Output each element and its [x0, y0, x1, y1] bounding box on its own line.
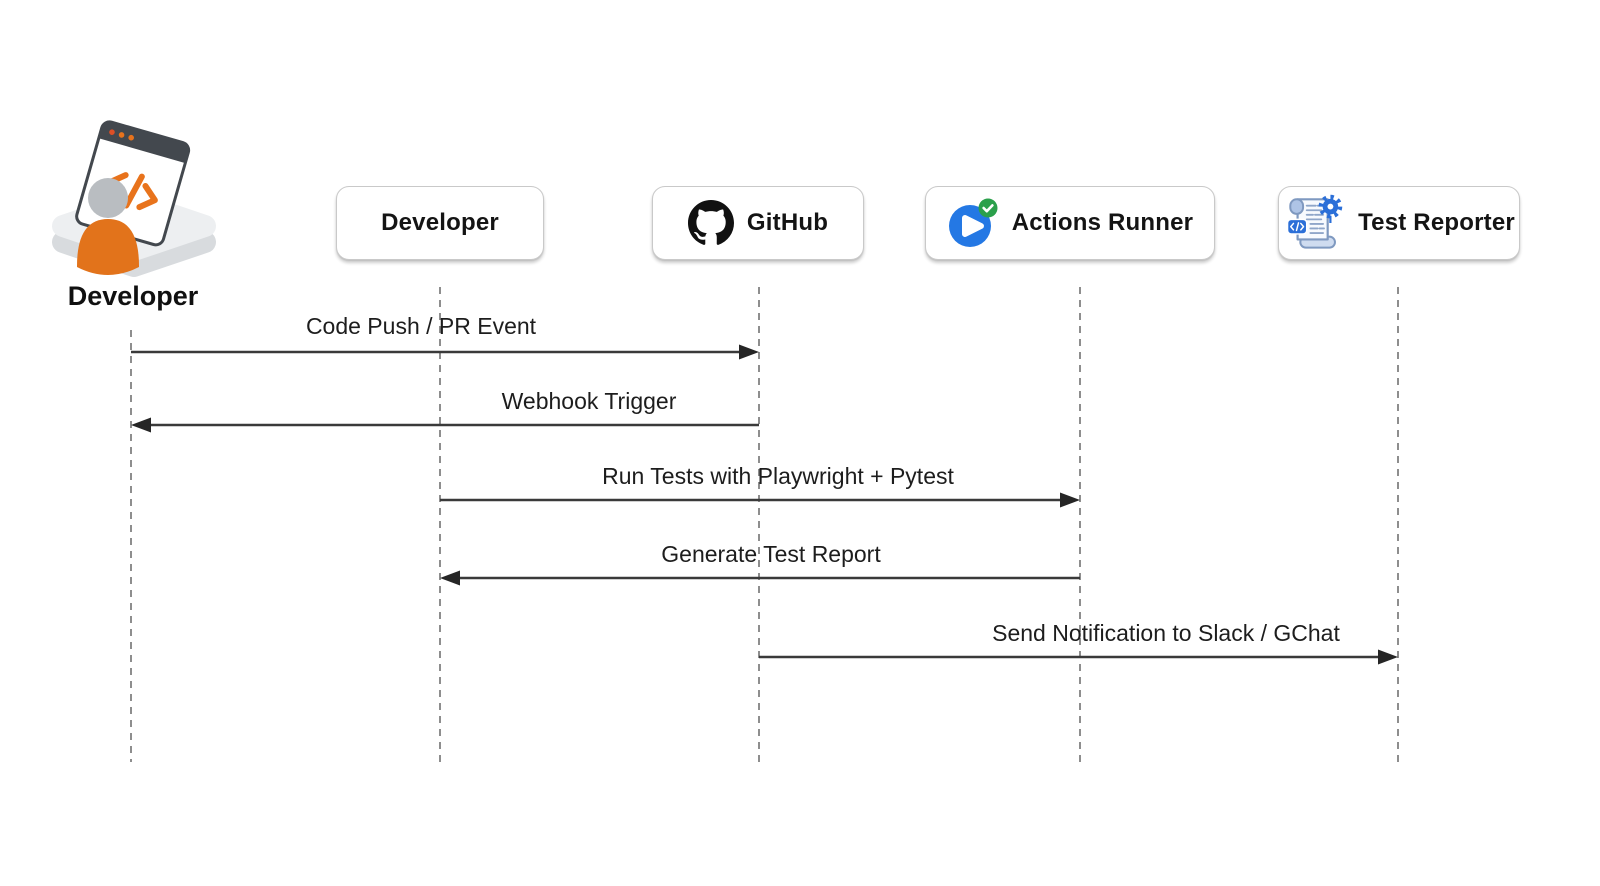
actor-test-reporter-label: Test Reporter — [1358, 209, 1515, 236]
gear-badge-icon — [1318, 194, 1343, 223]
actor-developer-user-label: Developer — [67, 281, 199, 311]
developer-workstation-icon — [52, 120, 216, 277]
arrowhead-right-run-tests — [1060, 492, 1080, 508]
actor-developer-label: Developer — [381, 209, 499, 236]
arrowhead-right-send-notification — [1378, 649, 1398, 665]
person-body — [77, 219, 139, 275]
actor-github-box: GitHub — [652, 186, 864, 260]
actor-actions-runner-label: Actions Runner — [1011, 209, 1194, 236]
message-label-webhook-trigger: Webhook Trigger — [501, 388, 677, 414]
actor-github-label: GitHub — [746, 209, 829, 236]
actor-actions-runner-box: Actions Runner — [925, 186, 1215, 260]
message-label-code-push: Code Push / PR Event — [305, 313, 537, 339]
person-head — [88, 178, 128, 218]
check-badge-icon — [978, 198, 998, 218]
code-badge-icon — [1286, 218, 1308, 235]
message-label-send-notification: Send Notification to Slack / GChat — [992, 620, 1340, 646]
arrowhead-left-webhook-trigger — [131, 417, 151, 433]
actor-test-reporter-box: Test Reporter — [1278, 186, 1520, 260]
message-label-generate-report: Generate Test Report — [661, 541, 881, 567]
arrowhead-right-code-push — [739, 344, 759, 360]
actions-runner-icon — [948, 198, 998, 247]
actor-developer-box: Developer — [336, 186, 544, 260]
github-icon — [687, 200, 734, 245]
message-label-run-tests: Run Tests with Playwright + Pytest — [602, 463, 954, 489]
arrowhead-left-generate-report — [440, 570, 460, 586]
test-reporter-icon — [1286, 194, 1343, 249]
